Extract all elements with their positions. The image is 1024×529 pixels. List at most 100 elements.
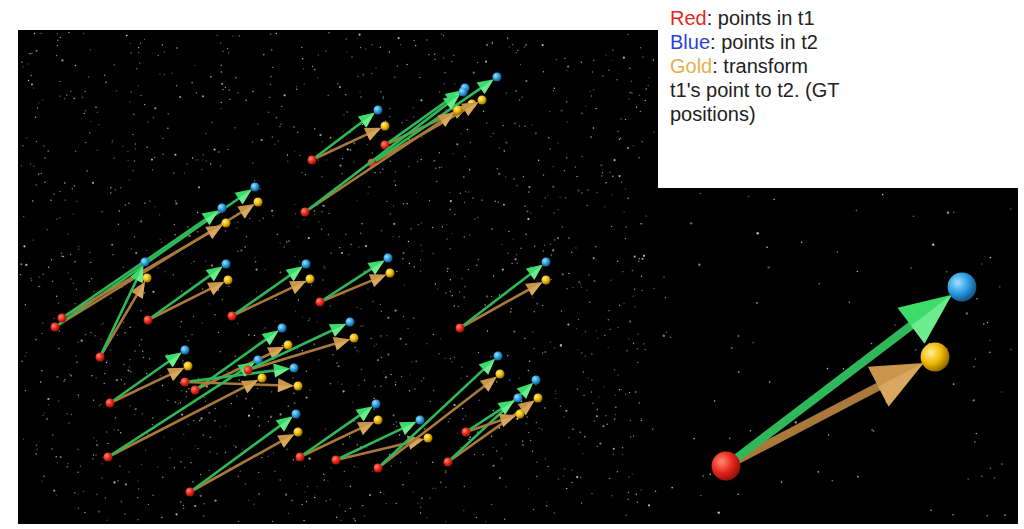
- background-dot: [218, 332, 219, 333]
- background-dot: [330, 305, 331, 306]
- background-dot: [271, 49, 272, 50]
- background-dot: [519, 125, 520, 126]
- background-dot: [326, 159, 327, 160]
- background-dot: [53, 318, 54, 319]
- background-dot: [663, 276, 665, 278]
- background-dot: [203, 434, 204, 435]
- background-dot: [554, 239, 555, 240]
- background-dot: [507, 38, 508, 39]
- background-dot: [856, 210, 858, 212]
- background-dot: [486, 122, 487, 123]
- background-dot: [498, 173, 500, 175]
- background-dot: [117, 334, 118, 335]
- start-point: [301, 208, 310, 217]
- target-point: [251, 183, 260, 192]
- background-dot: [442, 411, 443, 412]
- background-dot: [549, 148, 550, 149]
- background-dot: [123, 321, 124, 322]
- background-dot: [254, 335, 255, 336]
- background-dot: [391, 465, 392, 466]
- background-dot: [628, 338, 629, 339]
- background-dot: [629, 392, 630, 393]
- background-dot: [973, 399, 975, 401]
- point-pair: [316, 254, 395, 307]
- background-dot: [554, 512, 555, 513]
- background-dot: [339, 86, 341, 88]
- background-dot: [989, 340, 991, 342]
- background-dot: [401, 122, 402, 123]
- background-dot: [214, 408, 215, 409]
- background-dot: [433, 390, 434, 391]
- background-dot: [210, 76, 211, 77]
- background-dot: [95, 377, 96, 378]
- background-dot: [394, 309, 396, 311]
- background-dot: [345, 94, 346, 95]
- background-dot: [191, 82, 192, 83]
- background-dot: [419, 77, 420, 78]
- background-dot: [265, 269, 266, 270]
- background-dot: [750, 430, 752, 432]
- background-dot: [393, 223, 395, 225]
- background-dot: [359, 91, 360, 92]
- background-dot: [566, 488, 567, 489]
- background-dot: [364, 380, 365, 381]
- background-dot: [36, 449, 37, 450]
- background-dot: [572, 287, 573, 288]
- background-dot: [630, 420, 631, 421]
- background-dot: [499, 147, 500, 148]
- background-dot: [469, 437, 470, 438]
- background-dot: [286, 448, 287, 449]
- green-arrow-shaft: [190, 426, 280, 492]
- background-dot: [605, 182, 606, 183]
- background-dot: [526, 210, 528, 212]
- background-dot: [420, 99, 422, 101]
- background-dot: [554, 212, 555, 213]
- gold-arrow-head: [289, 281, 306, 294]
- background-dot: [237, 323, 238, 324]
- background-dot: [139, 344, 140, 345]
- point-pair: [58, 204, 231, 323]
- legend-swatch-word: Gold: [670, 55, 712, 77]
- background-dot: [585, 106, 586, 107]
- background-dot: [176, 47, 177, 48]
- background-dot: [592, 71, 593, 72]
- gold-arrow-head: [364, 128, 381, 141]
- background-dot: [128, 203, 129, 204]
- background-dot: [580, 477, 581, 478]
- background-dot: [146, 147, 147, 148]
- background-dot: [232, 36, 233, 37]
- background-dot: [450, 358, 451, 359]
- background-dot: [632, 295, 633, 296]
- background-dot: [90, 49, 91, 50]
- background-dots: [20, 32, 1012, 523]
- background-dot: [767, 266, 769, 268]
- legend-entry: Blue: points in t2: [670, 30, 842, 54]
- background-dot: [309, 438, 310, 439]
- background-dot: [74, 98, 75, 99]
- background-dot: [390, 160, 391, 161]
- background-dot: [562, 226, 563, 227]
- background-dot: [609, 171, 610, 172]
- background-dot: [447, 268, 448, 269]
- background-dot: [542, 44, 544, 46]
- background-dot: [119, 465, 120, 466]
- green-arrow-head: [235, 189, 252, 204]
- transformed-point: [143, 274, 152, 283]
- background-dot: [714, 400, 716, 402]
- background-dot: [122, 145, 123, 146]
- green-arrow-highlight: [360, 406, 373, 421]
- background-dot: [350, 486, 351, 487]
- background-dot: [324, 479, 325, 480]
- background-dot: [44, 412, 45, 413]
- background-dot: [530, 212, 531, 213]
- background-dot: [184, 173, 185, 174]
- background-dot: [507, 252, 508, 253]
- background-dot: [451, 61, 452, 62]
- background-dot: [71, 375, 72, 376]
- background-dot: [287, 161, 288, 162]
- background-dot: [22, 145, 23, 146]
- background-dot: [976, 433, 978, 435]
- background-dot: [293, 459, 294, 460]
- background-dot: [649, 77, 650, 78]
- background-dot: [245, 100, 246, 101]
